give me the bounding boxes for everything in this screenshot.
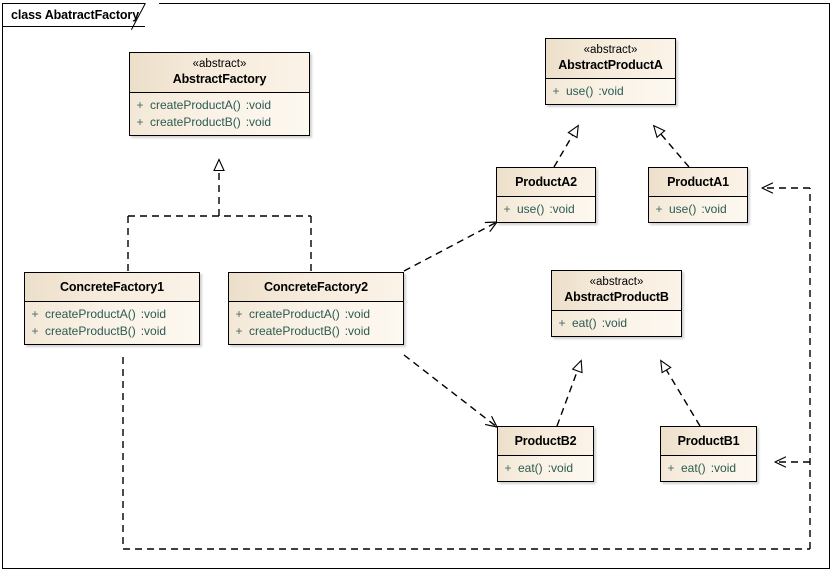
class-header-abstractproducta: «abstract» AbstractProductA	[546, 39, 675, 79]
class-member: + use() :void	[497, 201, 595, 218]
class-members-producta1: + use() :void	[649, 197, 747, 222]
class-stereotype: «abstract»	[192, 58, 247, 70]
member-visibility: +	[235, 307, 243, 321]
class-box-productb2[interactable]: ProductB2 + eat() :void	[497, 426, 594, 482]
class-box-abstractproducta[interactable]: «abstract» AbstractProductA + use() :voi…	[545, 38, 676, 105]
class-header-productb2: ProductB2	[498, 427, 593, 456]
class-name: AbstractFactory	[172, 72, 267, 86]
member-signature: createProductA()	[150, 98, 241, 112]
class-members-productb1: + eat() :void	[661, 456, 756, 481]
class-stereotype: «abstract»	[583, 44, 638, 56]
class-members-productb2: + eat() :void	[498, 456, 593, 481]
class-member: + use() :void	[649, 201, 747, 218]
member-visibility: +	[504, 461, 512, 475]
class-header-productb1: ProductB1	[661, 427, 756, 456]
member-type: :void	[701, 202, 727, 216]
class-stereotype: «abstract»	[589, 276, 644, 288]
class-members-producta2: + use() :void	[497, 197, 595, 222]
class-box-productb1[interactable]: ProductB1 + eat() :void	[660, 426, 757, 482]
class-name: AbstractProductA	[558, 58, 663, 72]
class-header-abstractproductb: «abstract» AbstractProductB	[552, 271, 681, 311]
member-type: :void	[344, 324, 371, 338]
class-header-abstractfactory: «abstract» AbstractFactory	[130, 53, 309, 93]
class-members-abstractfactory: + createProductA() :void + createProduct…	[130, 93, 309, 135]
class-member: + eat() :void	[552, 315, 681, 332]
diagram-title-label: class AbatractFactory	[11, 8, 140, 22]
class-members-abstractproductb: + eat() :void	[552, 311, 681, 336]
class-header-producta2: ProductA2	[497, 168, 595, 197]
member-signature: createProductA()	[249, 307, 340, 321]
member-type: :void	[245, 98, 272, 112]
class-name: ProductA2	[515, 175, 577, 189]
class-member: + eat() :void	[661, 460, 756, 477]
class-box-producta2[interactable]: ProductA2 + use() :void	[496, 167, 596, 223]
class-name: ConcreteFactory1	[60, 280, 164, 294]
member-visibility: +	[235, 324, 243, 338]
member-signature: eat()	[681, 461, 706, 475]
class-box-concretefactory2[interactable]: ConcreteFactory2 + createProductA() :voi…	[228, 272, 404, 345]
class-members-concretefactory2: + createProductA() :void + createProduct…	[229, 302, 403, 344]
class-header-concretefactory1: ConcreteFactory1	[25, 273, 199, 302]
class-name: ProductA1	[667, 175, 729, 189]
class-box-abstractproductb[interactable]: «abstract» AbstractProductB + eat() :voi…	[551, 270, 682, 337]
class-name: ConcreteFactory2	[264, 280, 368, 294]
member-signature: createProductB()	[150, 115, 241, 129]
member-signature: use()	[566, 84, 594, 98]
member-type: :void	[245, 115, 272, 129]
class-name: ProductB1	[677, 434, 740, 448]
class-header-concretefactory2: ConcreteFactory2	[229, 273, 403, 302]
class-header-producta1: ProductA1	[649, 168, 747, 197]
class-member: + createProductA() :void	[25, 306, 199, 323]
member-visibility: +	[667, 461, 675, 475]
class-member: + createProductB() :void	[229, 323, 403, 340]
member-type: :void	[598, 84, 624, 98]
class-member: + createProductA() :void	[130, 97, 309, 114]
class-name: ProductB2	[514, 434, 577, 448]
class-member: + createProductA() :void	[229, 306, 403, 323]
class-member: + createProductB() :void	[130, 114, 309, 131]
class-box-abstractfactory[interactable]: «abstract» AbstractFactory + createProdu…	[129, 52, 310, 136]
member-type: :void	[549, 202, 575, 216]
member-type: :void	[140, 307, 167, 321]
class-box-producta1[interactable]: ProductA1 + use() :void	[648, 167, 748, 223]
member-visibility: +	[136, 98, 144, 112]
diagram-title-tab[interactable]: class AbatractFactory	[2, 3, 160, 27]
member-visibility: +	[558, 316, 566, 330]
class-member: + eat() :void	[498, 460, 593, 477]
class-members-concretefactory1: + createProductA() :void + createProduct…	[25, 302, 199, 344]
member-signature: use()	[517, 202, 545, 216]
member-type: :void	[601, 316, 628, 330]
class-member: + use() :void	[546, 83, 675, 100]
class-name: AbstractProductB	[564, 290, 669, 304]
member-visibility: +	[31, 324, 39, 338]
member-signature: createProductB()	[45, 324, 136, 338]
class-member: + createProductB() :void	[25, 323, 199, 340]
member-signature: eat()	[572, 316, 597, 330]
member-type: :void	[547, 461, 574, 475]
member-type: :void	[140, 324, 167, 338]
class-box-concretefactory1[interactable]: ConcreteFactory1 + createProductA() :voi…	[24, 272, 200, 345]
member-visibility: +	[31, 307, 39, 321]
member-visibility: +	[655, 202, 663, 216]
member-signature: createProductA()	[45, 307, 136, 321]
member-visibility: +	[136, 115, 144, 129]
class-members-abstractproducta: + use() :void	[546, 79, 675, 104]
member-visibility: +	[552, 84, 560, 98]
member-signature: createProductB()	[249, 324, 340, 338]
tab-slant-edge	[145, 3, 160, 27]
member-visibility: +	[503, 202, 511, 216]
member-signature: use()	[669, 202, 697, 216]
member-type: :void	[710, 461, 737, 475]
member-signature: eat()	[518, 461, 543, 475]
member-type: :void	[344, 307, 371, 321]
